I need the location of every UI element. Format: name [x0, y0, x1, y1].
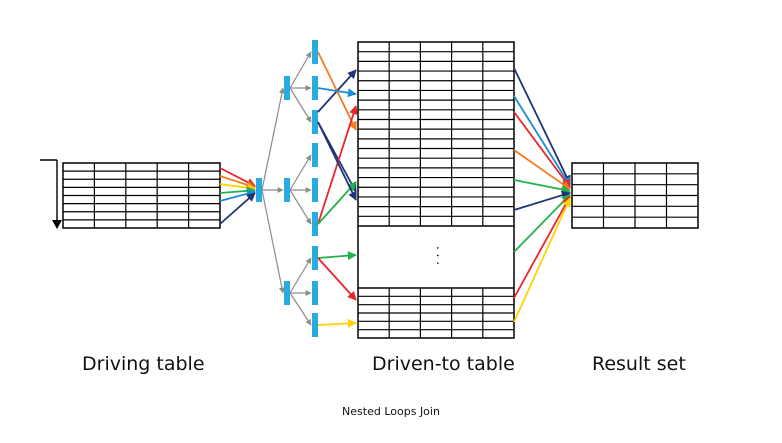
index-blocks: [256, 40, 318, 337]
index-connector: [289, 154, 312, 191]
driven-to-result-arrow: [513, 67, 571, 185]
driven-to-result-arrow: [513, 149, 571, 190]
driven-to-result-arrow: [513, 195, 571, 299]
driven-to-result-arrow: [513, 179, 571, 194]
scan-direction-arrowhead: [52, 220, 62, 229]
leaf-to-driven-arrow: [317, 87, 357, 98]
leaf-to-driven-arrow: [317, 105, 358, 225]
colored-arrows: [219, 51, 571, 328]
index-leaf-block: [312, 313, 318, 337]
driven-to-result-arrow: [513, 193, 571, 253]
index-connector: [261, 189, 285, 294]
driven-table-bottom: [357, 287, 515, 339]
leaf-to-driven-arrow: [317, 257, 357, 301]
index-leaf-block: [312, 246, 318, 270]
index-branch-block-upper: [284, 76, 290, 100]
driven-to-result-arrow: [513, 95, 571, 187]
driven-table-top-border: [357, 41, 515, 227]
index-connector: [289, 51, 312, 89]
index-connector: [289, 292, 312, 326]
driven-to-result-arrow: [513, 190, 571, 211]
scan-direction-indicator: [40, 159, 62, 229]
driven-table-ellipsis: . . .: [434, 246, 448, 265]
diagram-caption: Nested Loops Join: [342, 405, 440, 418]
result-set-label: Result set: [592, 353, 686, 375]
index-leaf-block: [312, 178, 318, 202]
index-branch-block-middle: [284, 178, 290, 202]
index-leaf-block: [312, 143, 318, 167]
driving-table-label: Driving table: [82, 353, 205, 375]
index-leaf-block: [312, 40, 318, 64]
index-tree-connectors: [261, 51, 312, 326]
index-connector: [289, 189, 312, 225]
index-leaf-block: [312, 76, 318, 100]
driven-to-result-arrow: [513, 197, 571, 323]
index-root-block: [256, 178, 262, 202]
index-leaf-block: [312, 281, 318, 305]
leaf-to-driven-arrow: [317, 318, 357, 328]
tables: [62, 41, 699, 339]
index-connector: [289, 87, 312, 123]
driving-table: [62, 162, 221, 229]
index-leaf-block: [312, 212, 318, 236]
index-connector: [261, 87, 285, 191]
driven-to-result-arrow: [513, 111, 571, 189]
driving-to-index-arrow: [219, 192, 256, 225]
index-connector: [289, 257, 312, 294]
leaf-to-driven-arrow: [317, 251, 357, 261]
driven-table-label: Driven-to table: [372, 353, 515, 375]
index-leaf-block: [312, 110, 318, 134]
driven-table-top: [357, 41, 515, 227]
leaf-to-driven-arrow: [317, 121, 357, 201]
index-branch-block-lower: [284, 281, 290, 305]
result-table: [571, 162, 699, 229]
